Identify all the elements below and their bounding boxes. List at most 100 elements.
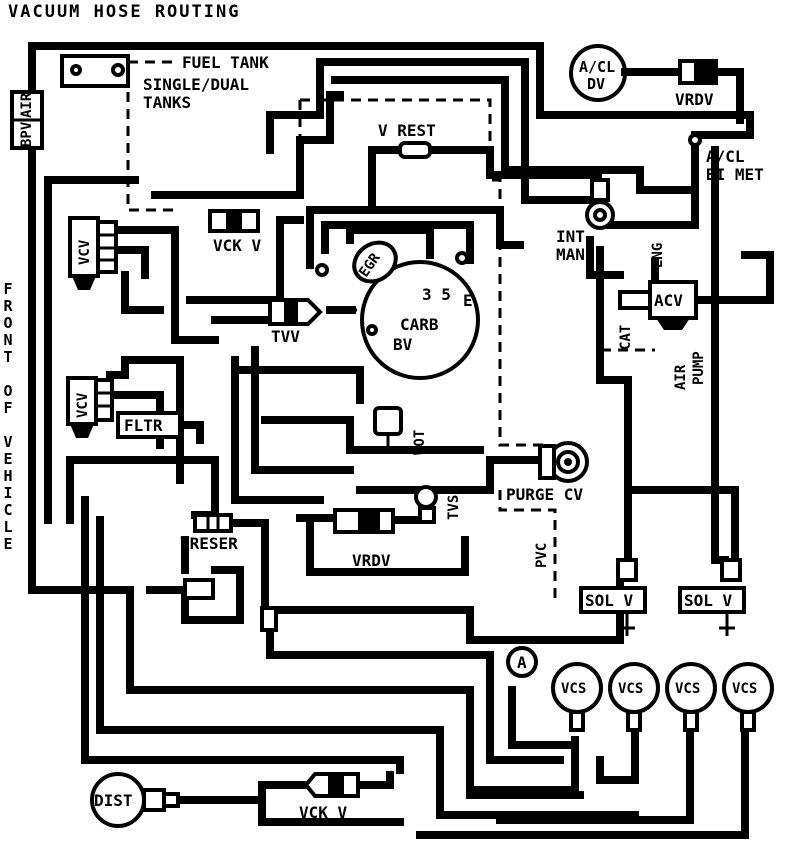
- reference-a-label: A: [517, 653, 527, 672]
- hose-lower-5: [276, 606, 624, 644]
- tvs-label: TVS: [446, 495, 462, 520]
- hose-network: [28, 42, 774, 839]
- hose-vcs1: [471, 736, 579, 794]
- hose-vreser-left: [66, 456, 219, 524]
- vcv-top-valve: [68, 216, 118, 290]
- tanks-label: TANKS: [143, 93, 191, 112]
- fltr-label: FLTR: [124, 416, 163, 435]
- vreser-valve: [193, 513, 233, 533]
- hose-dist: [176, 781, 319, 804]
- hose-acv-in: [586, 236, 624, 279]
- vrdv-mid-label: VRDV: [352, 551, 391, 570]
- vreser-label: VRESER: [180, 534, 238, 553]
- bv-port: [366, 324, 378, 336]
- vckv-bottom-valve: [303, 772, 360, 798]
- air-pump-label-1: AIR: [673, 364, 689, 390]
- hose-top-frame: [28, 42, 754, 139]
- hose-carb-loop-3: [346, 226, 434, 259]
- vcv-mid-valve: [66, 376, 114, 438]
- vcv-top-label: VCV: [77, 239, 93, 265]
- pvc-label: PVC: [534, 543, 550, 568]
- tvv-valve: [268, 298, 323, 326]
- hose-vckv-bottom-out: [354, 771, 394, 789]
- v-rest-restrictor: [398, 141, 432, 159]
- hose-vrdv-mid: [306, 516, 469, 576]
- air-pump-label-2: PUMP: [691, 351, 707, 385]
- fuel-tank-connector: [60, 54, 130, 88]
- vcs-2-label: VCS: [618, 681, 643, 697]
- solv-left-valve: [579, 558, 647, 636]
- hose-right-ac: [606, 136, 699, 229]
- vckv-top-valve: [208, 209, 260, 233]
- carb-e-label: E: [463, 291, 473, 310]
- hose-vcv-top-ports: [111, 226, 179, 254]
- vcs-1-label: VCS: [561, 681, 586, 697]
- vckv-bottom-label: VCK V: [299, 803, 348, 822]
- hose-vcv-top-ports-3: [121, 271, 164, 314]
- tvv-label: TVV: [271, 327, 300, 346]
- solv-left-label: SOL V: [585, 591, 634, 610]
- carb-nums-label: 3 5: [422, 285, 451, 304]
- vcs-3-label: VCS: [675, 681, 700, 697]
- hose-solv-right: [626, 486, 739, 574]
- hose-mid-v1: [231, 356, 324, 504]
- dashed-lines: [126, 60, 655, 600]
- v-rest-label: V REST: [378, 121, 436, 140]
- acv-valve: [618, 280, 698, 330]
- fuel-tank-label: FUEL TANK: [182, 53, 269, 72]
- air-bpv-valve: [10, 90, 44, 150]
- wot-switch: [373, 406, 403, 448]
- hose-lower-4: [266, 626, 564, 764]
- hose-vreser-right: [226, 519, 269, 614]
- hose-upper-tracks-3: [266, 66, 324, 154]
- vcs-4-switch: [722, 662, 774, 732]
- hose-mid-v3: [261, 416, 484, 454]
- hose-vcs4: [416, 721, 749, 839]
- bv-label: BV: [393, 335, 413, 354]
- air-bpv-label-1: AIR: [19, 92, 35, 118]
- single-dual-label: SINGLE/DUAL: [143, 75, 249, 94]
- carb-label: CARB: [400, 315, 439, 334]
- hose-vcs2: [596, 721, 639, 784]
- solv-right-valve: [678, 558, 746, 636]
- hose-a-line: [508, 686, 579, 749]
- acv-label: ACV: [654, 291, 683, 310]
- hose-vckv-top: [151, 91, 344, 199]
- hose-bottom-loop: [258, 796, 404, 826]
- dist-label: DIST: [94, 791, 133, 810]
- hose-vreser-below: [146, 566, 244, 624]
- hose-left-2: [44, 176, 139, 524]
- eng-label: ENG: [650, 243, 666, 268]
- cat-label: CAT: [618, 325, 634, 350]
- hose-vrest: [368, 146, 404, 209]
- hose-carb-loop-2: [321, 221, 474, 264]
- tvs-sensor: [414, 485, 438, 524]
- vrdv-top-valve: [678, 59, 718, 85]
- hose-acv-down: [596, 246, 632, 559]
- acl-dv-label-1: A/CL: [579, 58, 615, 76]
- purge-cv-label: PURGE CV: [506, 485, 583, 504]
- hose-fltr-out: [176, 421, 204, 444]
- vcs-2-switch: [608, 662, 660, 732]
- hose-lower-2: [96, 516, 639, 819]
- vckv-top-label: VCK V: [213, 236, 262, 255]
- purge-cv-valve: [538, 441, 589, 483]
- solv-right-label: SOL V: [684, 591, 733, 610]
- hose-mid-v4: [236, 366, 364, 404]
- acl-bimet-label-1: A/CL: [706, 147, 745, 166]
- hose-vrdv-top-out: [712, 68, 744, 124]
- hose-carb-loop: [306, 206, 524, 269]
- int-man-label-2: MAN: [556, 245, 585, 264]
- hose-lower-3: [81, 496, 404, 774]
- hose-vcv-mid-ports: [106, 356, 184, 484]
- reference-a-circle: [506, 646, 538, 678]
- vcv-mid-label: VCV: [75, 392, 91, 418]
- vrdv-mid-valve: [333, 508, 395, 534]
- int-man-label-1: INT: [556, 227, 585, 246]
- filter-component: [116, 411, 182, 439]
- hose-mid-band: [171, 246, 219, 344]
- distributor-component: [90, 772, 180, 828]
- vcs-3-switch: [665, 662, 717, 732]
- hose-mid-v2: [251, 346, 354, 474]
